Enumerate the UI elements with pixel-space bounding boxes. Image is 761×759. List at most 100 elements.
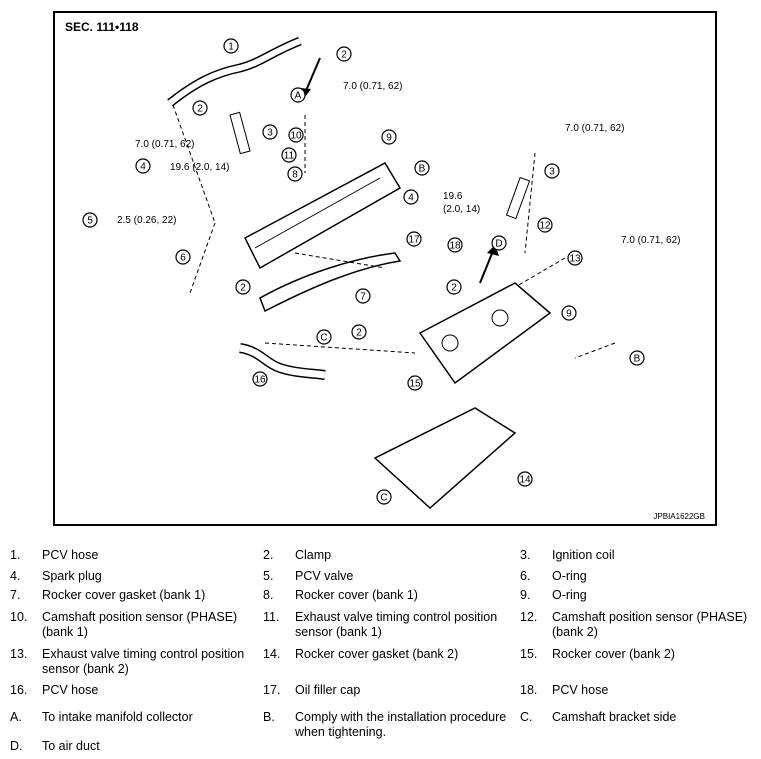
legend-number: C.: [520, 710, 533, 724]
legend-number: 6.: [520, 569, 531, 583]
legend-text: Rocker cover gasket (bank 1): [42, 588, 206, 602]
callout-number: 12: [539, 221, 551, 232]
section-label: SEC. 111•118: [65, 20, 139, 34]
callout-number: 2: [240, 283, 246, 294]
callout-number: B: [634, 354, 641, 365]
callout-c13: 13: [567, 250, 583, 266]
callout-c15: 15: [407, 375, 423, 391]
rocker-cover-gasket-bank-2-drawing: [373, 407, 517, 510]
legend-text: Spark plug: [42, 569, 102, 583]
callout-number: 9: [386, 133, 392, 144]
legend-text: Camshaft position sensor (PHASE)(bank 2): [552, 610, 748, 639]
legend-text: Rocker cover (bank 2): [552, 647, 675, 661]
rocker-cover-bank-2-drawing: [418, 282, 552, 385]
callout-number: A: [295, 91, 302, 102]
callout-c2a: 2: [336, 46, 352, 62]
callout-c3b: 3: [544, 163, 560, 179]
callout-cd: D: [491, 235, 507, 251]
callout-c14: 14: [517, 471, 533, 487]
rocker-cover-gasket-bank-1-drawing: [259, 252, 402, 313]
callout-number: D: [495, 239, 502, 250]
legend-number: 5.: [263, 569, 274, 583]
legend-text: PCV hose: [552, 683, 609, 697]
callout-c16: 16: [252, 371, 268, 387]
legend-number: 9.: [520, 588, 531, 602]
legend-text: PCV hose: [42, 548, 99, 562]
callout-c2b: 2: [192, 100, 208, 116]
callout-number: 15: [409, 379, 421, 390]
callout-c8: 8: [287, 166, 303, 182]
callout-c10: 10: [288, 127, 304, 143]
legend-number: 13.: [10, 647, 28, 661]
torque-label: 2.5 (0.26, 22): [117, 215, 176, 226]
legend-number: 2.: [263, 548, 274, 562]
callout-number: 2: [341, 50, 347, 61]
callout-number: 11: [284, 151, 295, 162]
callout-number: 3: [549, 167, 555, 178]
callout-c2c: 2: [235, 279, 251, 295]
callout-number: 2: [356, 328, 362, 339]
callout-number: 9: [566, 309, 572, 320]
legend-number: D.: [10, 739, 23, 753]
legend-text: Oil filler cap: [295, 683, 361, 697]
torque-label: (2.0, 14): [443, 204, 480, 215]
legend-number: 7.: [10, 588, 21, 602]
legend-number: 17.: [263, 683, 281, 697]
legend-number: B.: [263, 710, 275, 724]
legend-number: 3.: [520, 548, 531, 562]
torque-label: 7.0 (0.71, 62): [621, 235, 680, 246]
arrow-d-icon: [479, 250, 494, 284]
callout-c5: 5: [82, 212, 98, 228]
callout-c12: 12: [537, 217, 553, 233]
callout-number: 10: [290, 131, 302, 142]
callout-ca: A: [290, 87, 306, 103]
legend-text: Camshaft position sensor (PHASE)(bank 1): [42, 610, 238, 639]
callout-number: 13: [569, 254, 581, 265]
legend-text: PCV valve: [295, 569, 354, 583]
legend-number: 14.: [263, 647, 281, 661]
callout-number: 18: [449, 241, 461, 252]
legend-text: O-ring: [552, 569, 587, 583]
legend-text: Ignition coil: [552, 548, 615, 562]
callout-number: 4: [408, 193, 414, 204]
legend-number: A.: [10, 710, 22, 724]
legend-number: 15.: [520, 647, 538, 661]
legend-text: Clamp: [295, 548, 332, 562]
callout-cb2: B: [629, 350, 645, 366]
legend-number: 18.: [520, 683, 538, 697]
callout-number: 6: [180, 253, 186, 264]
callout-c7: 7: [355, 288, 371, 304]
callout-number: 8: [292, 170, 298, 181]
callout-c3a: 3: [262, 124, 278, 140]
torque-label: 19.6: [443, 191, 463, 202]
legend-number: 12.: [520, 610, 538, 624]
legend-number: 11.: [263, 610, 280, 624]
callout-number: 2: [197, 104, 203, 115]
callout-c4a: 4: [135, 158, 151, 174]
callout-cc1: C: [316, 329, 332, 345]
legend-text: PCV hose: [42, 683, 99, 697]
legend-text: Rocker cover (bank 1): [295, 588, 418, 602]
legend-text: To air duct: [42, 739, 100, 753]
legend-text: To intake manifold collector: [42, 710, 193, 724]
callout-cc2: C: [376, 489, 392, 505]
callout-number: 7: [360, 292, 366, 303]
callout-c11: 11: [281, 147, 297, 163]
callout-number: C: [380, 493, 387, 504]
torque-label: 7.0 (0.71, 62): [343, 81, 402, 92]
callout-c4b: 4: [403, 189, 419, 205]
legend-text: Rocker cover gasket (bank 2): [295, 647, 459, 661]
callout-number: B: [419, 164, 426, 175]
callout-cb1: B: [414, 160, 430, 176]
callout-c17: 17: [406, 231, 422, 247]
legend-number: 4.: [10, 569, 21, 583]
ignition-coil-drawing: [505, 176, 531, 220]
torque-label: 7.0 (0.71, 62): [135, 139, 194, 150]
callout-number: 5: [87, 216, 93, 227]
callout-c18: 18: [447, 237, 463, 253]
torque-label: 7.0 (0.71, 62): [565, 123, 624, 134]
